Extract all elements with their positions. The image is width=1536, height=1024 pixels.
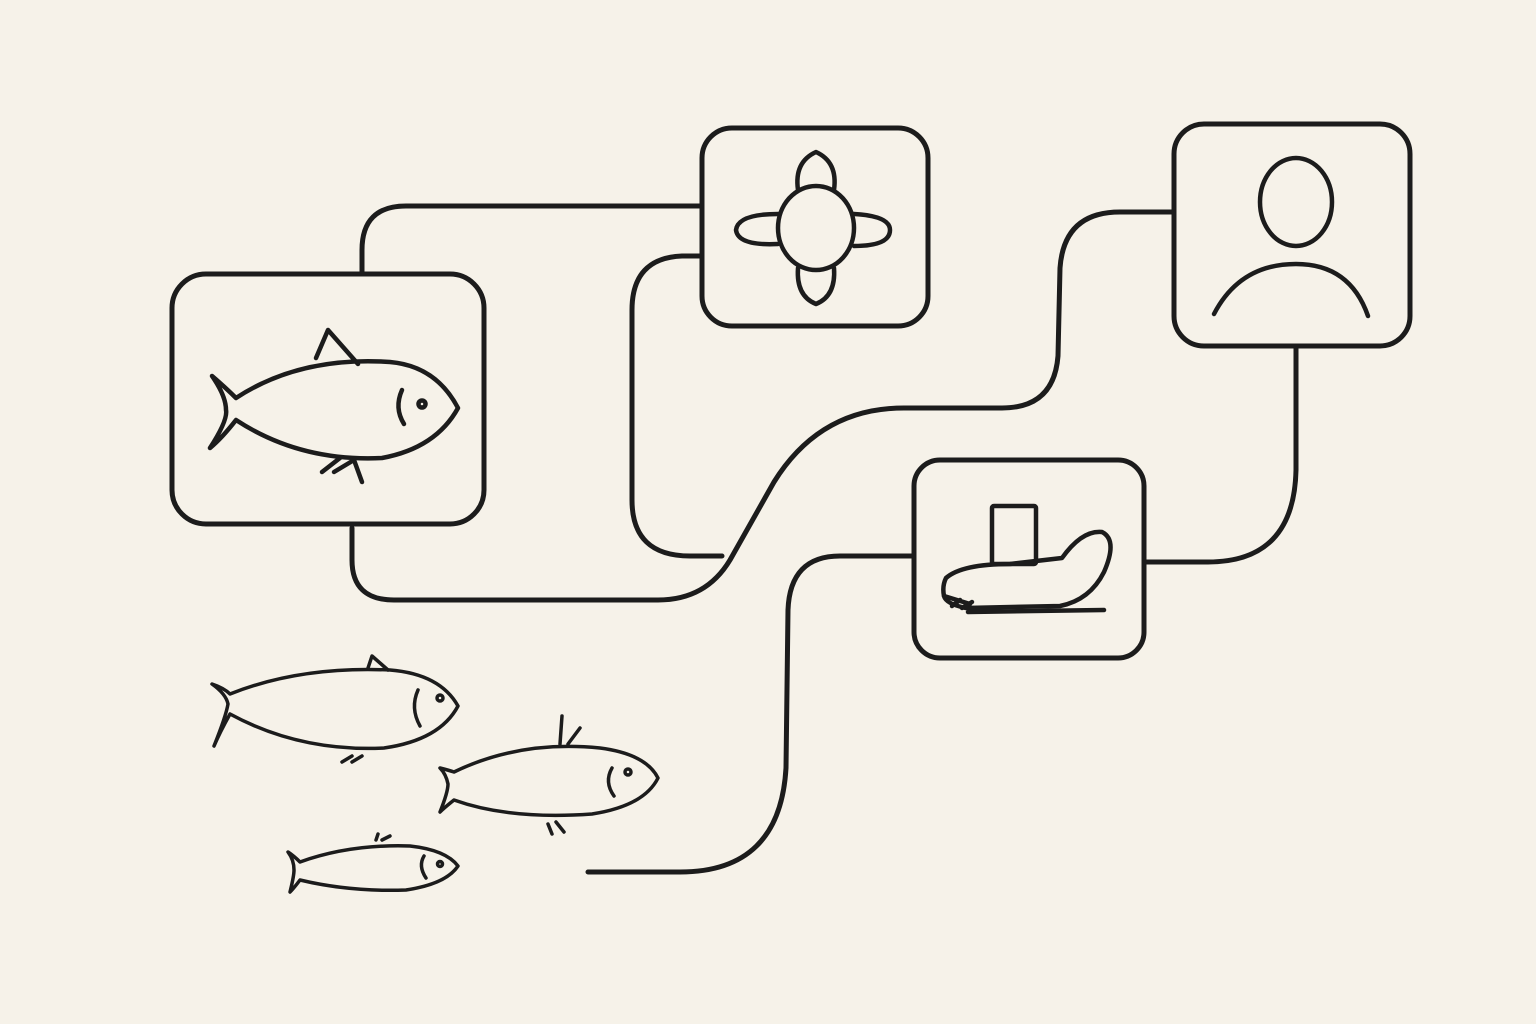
- boat-node[interactable]: [911, 457, 1147, 661]
- connector-boat-to-fish-school: [585, 553, 917, 875]
- boat-node-frame: [911, 457, 1147, 661]
- fish-school: [210, 654, 660, 894]
- connectors: [349, 203, 1299, 875]
- connector-person-to-boat: [1143, 345, 1299, 565]
- turtle-node-frame: [699, 125, 931, 329]
- turtle-node[interactable]: [699, 125, 931, 329]
- connector-fish-to-turtle: [359, 203, 705, 275]
- person-node-frame: [1171, 121, 1413, 349]
- fish-node[interactable]: [169, 271, 487, 527]
- person-icon: [1211, 155, 1371, 319]
- turtle-icon: [733, 149, 893, 307]
- boat-icon: [941, 503, 1113, 615]
- fish-icon: [286, 832, 460, 894]
- fish-icon: [207, 327, 461, 485]
- connector-turtle-to-boat: [629, 253, 725, 559]
- fish-icon: [438, 714, 660, 836]
- fish-icon: [210, 654, 460, 764]
- connector-fish-to-person: [349, 209, 1175, 603]
- fish-node-frame: [169, 271, 487, 527]
- person-node[interactable]: [1171, 121, 1413, 349]
